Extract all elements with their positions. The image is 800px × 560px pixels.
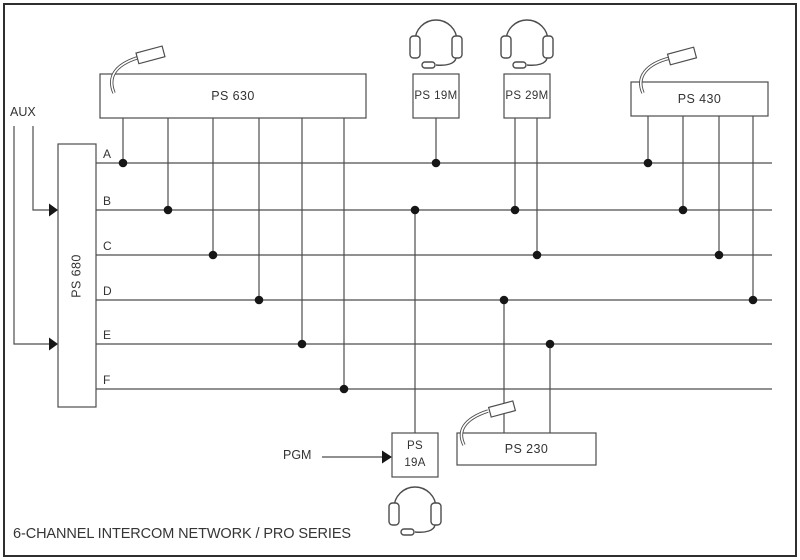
ps680-label: PS 680 xyxy=(70,253,84,298)
arrow-head xyxy=(382,450,392,464)
aux-label: AUX xyxy=(10,105,36,119)
ps430-label: PS 430 xyxy=(677,92,722,106)
gooseneck-mic-icon xyxy=(110,45,166,94)
junction-dot xyxy=(643,158,653,168)
ps29m-label: PS 29M xyxy=(505,90,549,102)
device-drop-lines xyxy=(122,116,754,433)
junction-dot xyxy=(748,295,758,305)
junction-dot xyxy=(118,158,128,168)
arrow-head xyxy=(49,337,58,351)
ps630-label: PS 630 xyxy=(211,89,255,103)
junction-dot xyxy=(163,205,173,215)
junction-dot xyxy=(678,205,688,215)
headset-icon xyxy=(388,486,442,536)
ps29m-box xyxy=(503,73,551,119)
ps430-box xyxy=(630,81,769,117)
junction-dot xyxy=(714,250,724,260)
aux-feed-line xyxy=(13,126,49,345)
junction-dot xyxy=(297,339,307,349)
diagram-title: 6-CHANNEL INTERCOM NETWORK / PRO SERIES xyxy=(13,526,351,542)
junction-dot xyxy=(510,205,520,215)
bus-label-c: C xyxy=(103,239,112,253)
ps19m-box xyxy=(412,73,460,119)
ps19a-label: PS 19A xyxy=(404,440,426,469)
bus-label-f: F xyxy=(103,373,111,387)
ps230-label: PS 230 xyxy=(504,442,549,456)
junction-dot xyxy=(339,384,349,394)
junction-dot xyxy=(545,339,555,349)
device-boxes xyxy=(57,73,769,478)
bus-label-b: B xyxy=(103,194,112,208)
gooseneck-mic-icon xyxy=(639,46,698,94)
ps19a-box xyxy=(391,432,439,478)
aux-feed-line xyxy=(32,126,49,211)
bus-label-d: D xyxy=(103,284,112,298)
aux-feed-lines xyxy=(13,126,49,345)
junction-dot xyxy=(208,250,218,260)
channel-bus-lines xyxy=(96,162,772,390)
headset-icon xyxy=(500,19,554,69)
ps630-box xyxy=(99,73,367,119)
junction-dot xyxy=(410,205,420,215)
junction-dots xyxy=(118,158,758,394)
junction-dot xyxy=(499,295,509,305)
arrow-head xyxy=(49,203,58,217)
junction-dot xyxy=(254,295,264,305)
headset-icon xyxy=(409,19,463,69)
junction-dot xyxy=(431,158,441,168)
gooseneck-mic-icon xyxy=(459,400,517,446)
junction-dot xyxy=(532,250,542,260)
diagram-border xyxy=(3,3,797,557)
ps680-box xyxy=(57,143,97,408)
bus-label-a: A xyxy=(103,147,112,161)
ps19m-label: PS 19M xyxy=(414,90,458,102)
pgm-label: PGM xyxy=(283,448,312,462)
ps230-box xyxy=(456,432,597,466)
bus-label-e: E xyxy=(103,328,112,342)
